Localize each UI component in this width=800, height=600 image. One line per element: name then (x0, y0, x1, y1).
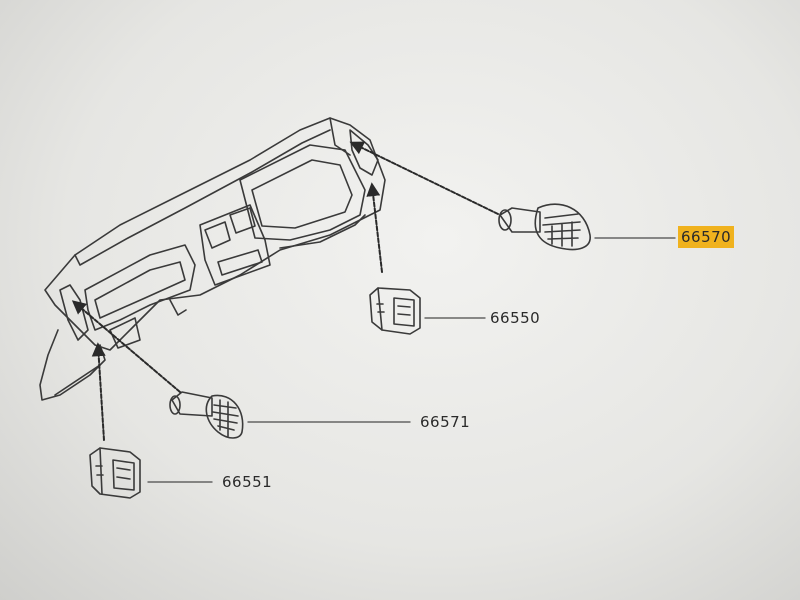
pointer-arrows (71, 141, 499, 441)
part-number-66551: 66551 (222, 473, 273, 491)
part-number-66550: 66550 (490, 309, 541, 327)
vent-66571 (169, 391, 244, 439)
dashboard-outline (39, 117, 386, 401)
switch-66551 (89, 447, 141, 499)
leader-lines (147, 237, 676, 483)
part-number-66570: 66570 (678, 226, 735, 248)
part-number-66571: 66571 (420, 413, 471, 431)
vent-66570 (498, 203, 591, 251)
switch-66550 (369, 287, 421, 335)
